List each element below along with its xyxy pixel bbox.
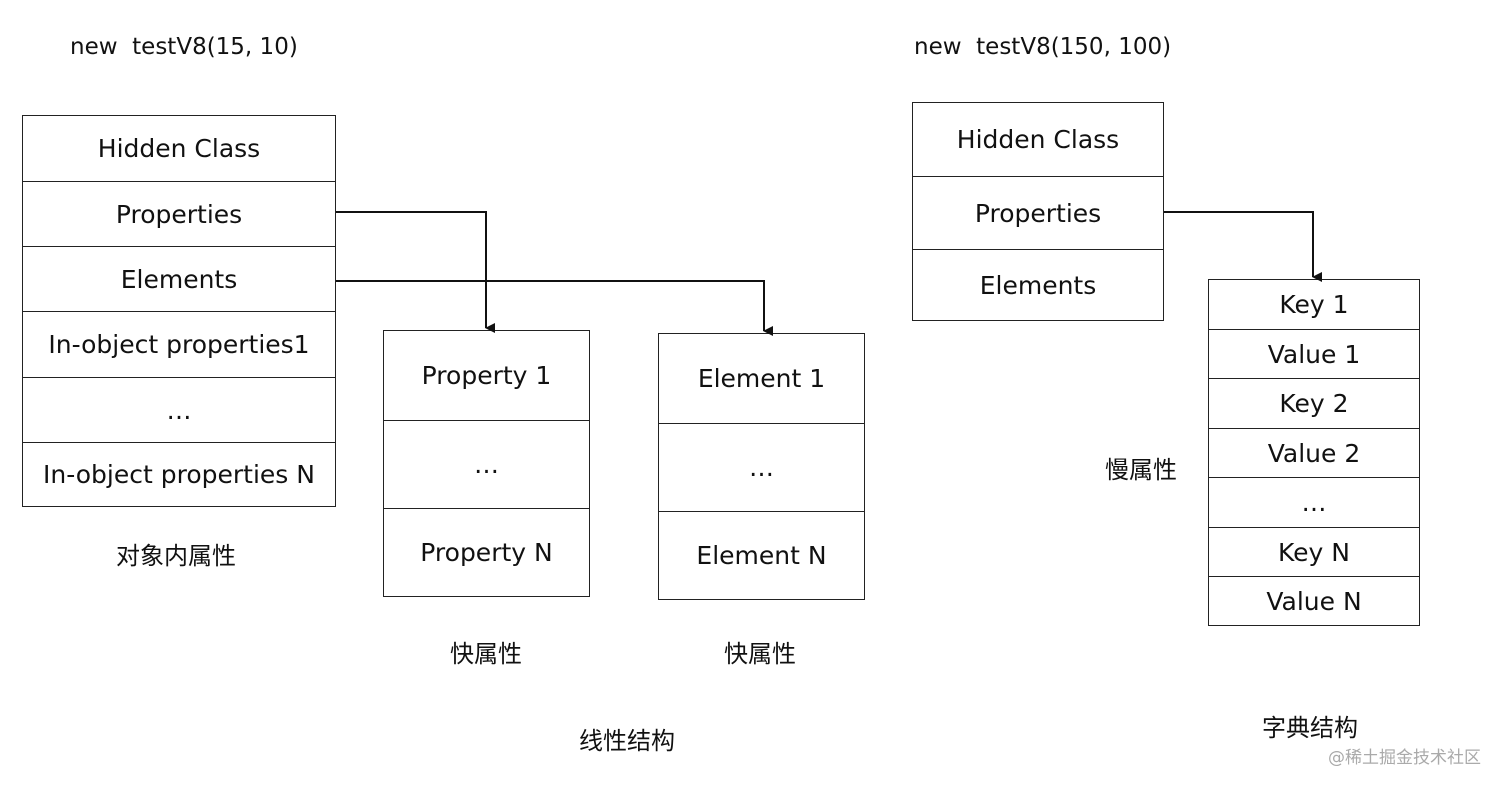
property-last-cell: Property N <box>384 508 589 596</box>
dict-ellipsis-cell: … <box>1209 477 1419 527</box>
left-inobject-first-cell: In-object properties1 <box>23 311 335 377</box>
property-ellipsis-cell: … <box>384 420 589 508</box>
dictionary-structure-caption: 字典结构 <box>1262 714 1358 742</box>
dict-key-1-cell: Key 1 <box>1279 290 1349 319</box>
right-elements-cell: Elements <box>913 249 1163 320</box>
dictionary-table: Key 1 Value 1 Key 2 Value 2 … Key N Valu… <box>1208 279 1420 626</box>
dictionary-side-label: 慢属性 <box>1105 456 1177 484</box>
dict-value-1-cell: Value 1 <box>1209 329 1419 378</box>
left-inobject-last-cell: In-object properties N <box>23 442 335 506</box>
left-properties-cell: Properties <box>23 181 335 246</box>
right-title: new testV8(150, 100) <box>914 34 1172 60</box>
left-hidden-class-cell: Hidden Class <box>97 134 261 163</box>
properties-table: Property 1 … Property N <box>383 330 590 597</box>
property-first-cell: Property 1 <box>421 361 552 390</box>
elements-pointer-arrow <box>336 280 773 336</box>
dictionary-pointer-arrow <box>1164 211 1322 282</box>
elements-table: Element 1 … Element N <box>658 333 865 600</box>
element-ellipsis-cell: … <box>659 423 864 511</box>
left-elements-cell: Elements <box>23 246 335 311</box>
linear-structure-caption: 线性结构 <box>579 727 675 755</box>
dict-key-n-cell: Key N <box>1209 527 1419 576</box>
element-last-cell: Element N <box>659 511 864 599</box>
dict-value-n-cell: Value N <box>1209 576 1419 625</box>
elements-caption: 快属性 <box>724 640 796 668</box>
left-object-caption: 对象内属性 <box>116 542 236 570</box>
watermark: @稀土掘金技术社区 <box>1328 748 1481 768</box>
dict-value-2-cell: Value 2 <box>1209 428 1419 477</box>
element-first-cell: Element 1 <box>697 364 826 393</box>
properties-caption: 快属性 <box>450 640 522 668</box>
left-object-table: Hidden Class Properties Elements In-obje… <box>22 115 336 507</box>
left-inobject-ellipsis-cell: … <box>23 377 335 442</box>
right-hidden-class-cell: Hidden Class <box>956 125 1120 154</box>
right-properties-cell: Properties <box>913 176 1163 249</box>
dict-key-2-cell: Key 2 <box>1209 378 1419 428</box>
properties-pointer-arrow <box>336 211 495 333</box>
right-object-table: Hidden Class Properties Elements <box>912 102 1164 321</box>
left-title: new testV8(15, 10) <box>70 34 298 60</box>
